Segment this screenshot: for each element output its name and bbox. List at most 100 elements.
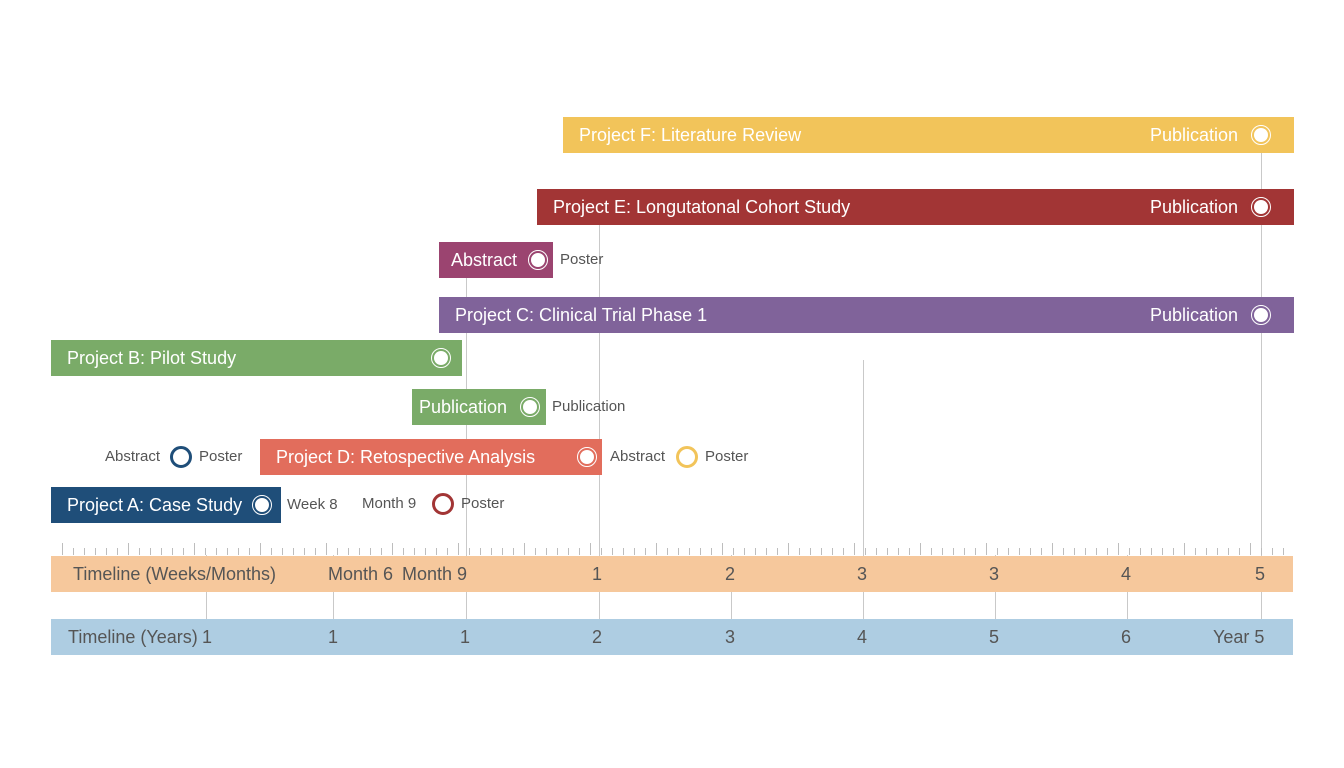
milestone-ring-core <box>1254 308 1268 322</box>
minor-tick <box>975 548 976 555</box>
minor-tick <box>645 548 646 555</box>
minor-tick <box>1217 548 1218 555</box>
minor-tick <box>1283 548 1284 555</box>
minor-tick <box>909 548 910 555</box>
minor-tick <box>95 548 96 555</box>
minor-tick <box>733 548 734 555</box>
bar-label: Project D: Retospective Analysis <box>276 447 536 467</box>
minor-tick <box>700 548 701 555</box>
minor-tick <box>161 548 162 555</box>
minor-tick <box>491 548 492 555</box>
minor-tick <box>777 548 778 555</box>
minor-tick <box>799 548 800 555</box>
minor-tick <box>293 548 294 555</box>
years-tick-label: 5 <box>989 627 1000 647</box>
milestone-ring-icon <box>1248 122 1274 148</box>
minor-tick <box>447 548 448 555</box>
minor-tick <box>1030 548 1031 555</box>
milestone-pre-label: Month 9 <box>362 495 417 512</box>
minor-tick <box>1272 548 1273 555</box>
years-tick-label: 1 <box>460 627 471 647</box>
minor-tick <box>392 543 393 555</box>
minor-tick <box>1052 543 1053 555</box>
minor-tick <box>612 548 613 555</box>
minor-tick <box>535 548 536 555</box>
minor-tick <box>238 548 239 555</box>
milestone-circle-icon <box>432 493 454 515</box>
milestone-ring-core <box>531 253 545 267</box>
minor-tick <box>194 543 195 555</box>
minor-tick <box>843 548 844 555</box>
minor-tick <box>370 548 371 555</box>
milestone-side-label: Poster <box>560 251 604 268</box>
minor-tick <box>755 548 756 555</box>
milestone-post-label: Poster <box>705 448 749 465</box>
milestone-side-label: Week 8 <box>287 496 338 513</box>
milestone-ring-core <box>523 400 537 414</box>
years-tick-label: 3 <box>725 627 736 647</box>
minor-tick <box>1206 548 1207 555</box>
minor-tick <box>964 548 965 555</box>
minor-tick <box>1239 548 1240 555</box>
minor-tick <box>1195 548 1196 555</box>
weeks-months-tick-label: 1 <box>592 564 603 584</box>
years-tick-label: 6 <box>1121 627 1132 647</box>
minor-tick <box>953 548 954 555</box>
minor-tick <box>117 548 118 555</box>
minor-tick <box>1173 548 1174 555</box>
bar-end-label: Publication <box>1149 305 1238 325</box>
minor-tick <box>1228 548 1229 555</box>
minor-tick <box>249 548 250 555</box>
minor-tick <box>84 548 85 555</box>
milestone-post-label: Poster <box>199 448 243 465</box>
minor-tick <box>271 548 272 555</box>
minor-tick <box>227 548 228 555</box>
milestone-pre-label: Abstract <box>610 448 666 465</box>
years-tick-label: 4 <box>857 627 868 647</box>
minor-tick <box>1019 548 1020 555</box>
minor-tick <box>920 543 921 555</box>
bar-end-label: Publication <box>1149 197 1238 217</box>
minor-tick <box>568 548 569 555</box>
minor-tick <box>986 543 987 555</box>
minor-tick <box>579 548 580 555</box>
years-axis-label: Timeline (Years) <box>68 627 198 647</box>
minor-tick <box>766 548 767 555</box>
years-tick-label: 1 <box>202 627 213 647</box>
minor-tick <box>172 548 173 555</box>
minor-tick <box>678 548 679 555</box>
gantt-bar: Project B: Pilot Study <box>51 340 462 376</box>
milestone-ring-icon <box>517 394 543 420</box>
years-tick-label: 1 <box>328 627 339 647</box>
minor-tick <box>887 548 888 555</box>
minor-tick <box>667 548 668 555</box>
bar-end-label: Publication <box>1149 125 1238 145</box>
minor-tick <box>480 548 481 555</box>
minor-tick <box>128 543 129 555</box>
minor-tick <box>326 543 327 555</box>
minor-tick <box>183 548 184 555</box>
minor-tick <box>1184 543 1185 555</box>
minor-tick <box>557 548 558 555</box>
milestone-pre-label: Abstract <box>105 448 161 465</box>
minor-tick <box>876 548 877 555</box>
minor-tick <box>425 548 426 555</box>
minor-tick <box>601 548 602 555</box>
milestone-ring-core <box>255 498 269 512</box>
minor-tick <box>1151 548 1152 555</box>
milestone-ring-core <box>580 450 594 464</box>
minor-tick <box>458 543 459 555</box>
minor-tick <box>381 548 382 555</box>
minor-tick <box>854 543 855 555</box>
minor-tick <box>788 543 789 555</box>
bar-label: Project B: Pilot Study <box>67 348 237 368</box>
minor-tick <box>1129 548 1130 555</box>
minor-tick <box>744 548 745 555</box>
minor-tick <box>810 548 811 555</box>
minor-tick <box>315 548 316 555</box>
minor-tick <box>1261 548 1262 555</box>
